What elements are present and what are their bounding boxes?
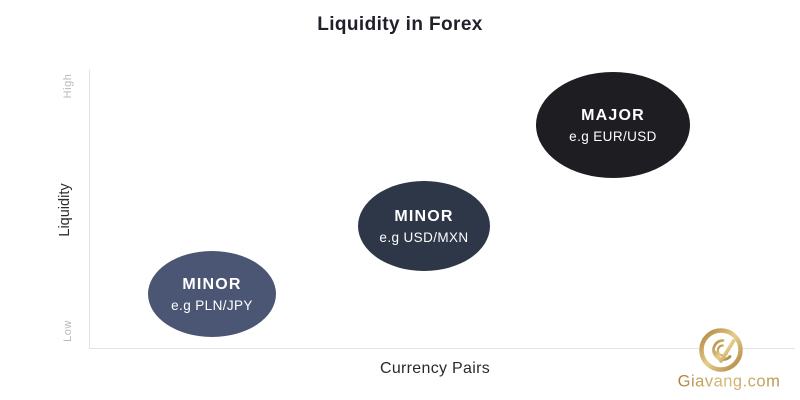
- bubble-example: e.g PLN/JPY: [171, 297, 253, 313]
- x-axis-line: [89, 348, 795, 349]
- bubble-example: e.g USD/MXN: [379, 229, 469, 245]
- bubble-major-2: MAJOR e.g EUR/USD: [536, 72, 690, 178]
- giavang-watermark-text: Giavang.com: [677, 372, 781, 391]
- bubble-minor-1: MINOR e.g USD/MXN: [358, 181, 490, 271]
- bubble-minor-0: MINOR e.g PLN/JPY: [148, 251, 276, 337]
- y-axis-line: [89, 70, 90, 349]
- chart-title: Liquidity in Forex: [317, 14, 483, 35]
- y-tick-low: Low: [62, 320, 74, 342]
- x-axis-title: Currency Pairs: [379, 360, 491, 377]
- bubble-label: MAJOR: [581, 106, 645, 124]
- bubble-label: MINOR: [182, 275, 242, 293]
- y-axis-title: Liquidity: [57, 183, 73, 237]
- y-tick-high: High: [62, 73, 74, 99]
- bubble-example: e.g EUR/USD: [569, 128, 657, 144]
- bubble-label: MINOR: [394, 207, 454, 225]
- giavang-logo-icon: [699, 328, 743, 372]
